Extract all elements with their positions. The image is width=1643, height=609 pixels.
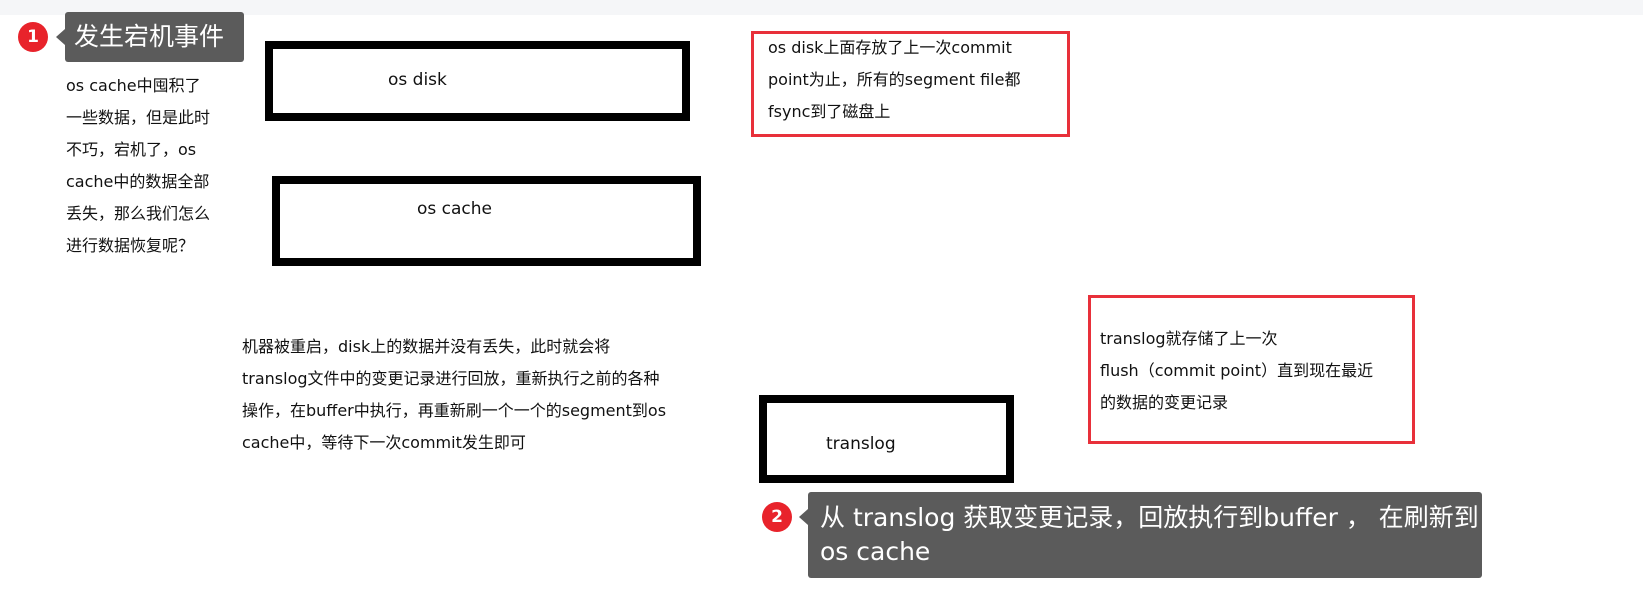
crash-note-line: 不巧，宕机了，os [66, 140, 197, 159]
crash-note-line: 进行数据恢复呢？ [66, 236, 195, 255]
crash-note: os cache中囤积了 一些数据，但是此时 不巧，宕机了，os cache中的… [66, 70, 210, 262]
restart-note-line: 机器被重启，disk上的数据并没有丢失，此时就会将 [242, 337, 611, 356]
disk-note-line: fsync到了磁盘上 [768, 102, 891, 121]
restart-note: 机器被重启，disk上的数据并没有丢失，此时就会将 translog文件中的变更… [242, 331, 666, 459]
disk-note-line: os disk上面存放了上一次commit [768, 38, 1012, 57]
disk-note-line: point为止，所有的segment file都 [768, 70, 1021, 89]
callout-2-line: os cache [820, 537, 931, 566]
translog-note-box [1088, 295, 1415, 444]
translog-note-line: 的数据的变更记录 [1100, 393, 1229, 412]
callout-2-text: 从 translog 获取变更记录，回放执行到buffer ， 在刷新到 os … [808, 492, 1482, 578]
restart-note-line: cache中，等待下一次commit发生即可 [242, 433, 526, 452]
translog-note-line: translog就存储了上一次 [1100, 329, 1278, 348]
crash-note-line: 一些数据，但是此时 [66, 108, 211, 127]
crash-note-line: 丢失，那么我们怎么 [66, 204, 211, 223]
crash-note-line: cache中的数据全部 [66, 172, 210, 191]
translog-label: translog [826, 434, 896, 454]
callout-2-pointer [799, 509, 808, 525]
callout-2-badge: 2 [762, 502, 792, 532]
disk-note: os disk上面存放了上一次commit point为止，所有的segment… [768, 32, 1020, 128]
translog-note: translog就存储了上一次 flush（commit point）直到现在最… [1100, 323, 1373, 419]
disk-note-box [751, 31, 1070, 137]
callout-1-text: 发生宕机事件 [65, 12, 244, 62]
top-bar [0, 0, 1643, 15]
os-disk-box [265, 41, 690, 121]
restart-note-line: 操作，在buffer中执行，再重新刷一个一个的segment到os [242, 401, 667, 420]
restart-note-line: translog文件中的变更记录进行回放，重新执行之前的各种 [242, 369, 660, 388]
translog-box [759, 395, 1014, 483]
os-cache-label: os cache [417, 199, 493, 219]
callout-1-pointer [56, 29, 65, 45]
crash-note-line: os cache中囤积了 [66, 76, 201, 95]
os-cache-box [272, 176, 701, 266]
translog-note-line: flush（commit point）直到现在最近 [1100, 361, 1374, 380]
os-disk-label: os disk [388, 70, 447, 90]
callout-2-line: 从 translog 获取变更记录，回放执行到buffer ， 在刷新到 [820, 503, 1479, 532]
callout-1-badge: 1 [18, 22, 48, 52]
